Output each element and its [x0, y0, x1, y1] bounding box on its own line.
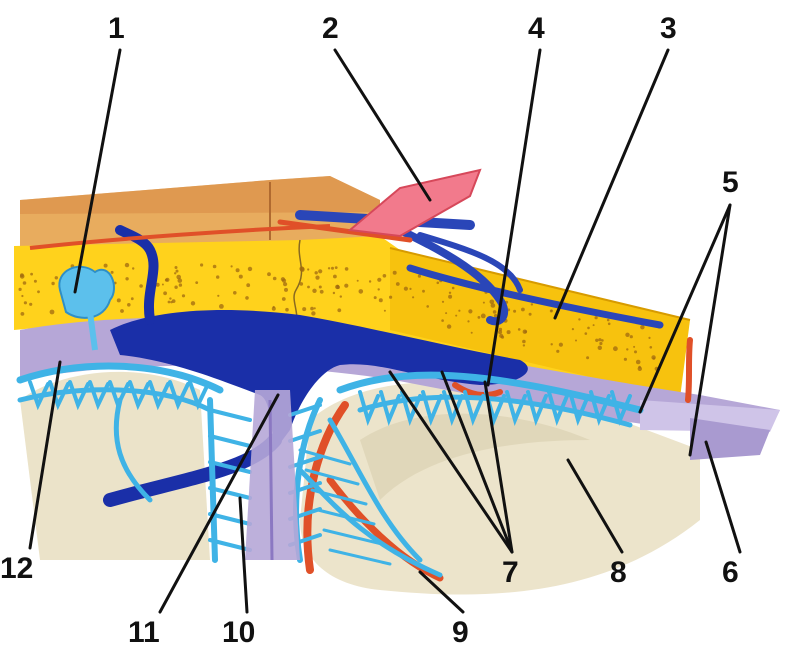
galea-flap [347, 168, 482, 238]
arachnoid-trabeculae [16, 362, 644, 578]
number-labels: 1 2 3 4 5 6 7 8 9 10 11 12 [0, 12, 739, 649]
label-5: 5 [722, 166, 739, 199]
skin-layer [20, 176, 380, 248]
label-6: 6 [722, 556, 739, 589]
brain-cortex [20, 371, 700, 595]
label-4: 4 [528, 12, 545, 45]
label-12: 12 [0, 552, 33, 585]
label-3: 3 [660, 12, 677, 45]
arachnoid-granulation [58, 265, 115, 351]
label-7: 7 [502, 556, 519, 589]
label-8: 8 [610, 556, 627, 589]
bone-marrow-dots [18, 262, 661, 371]
label-9: 9 [452, 616, 469, 649]
pointer-lines [28, 48, 742, 614]
label-1: 1 [108, 12, 125, 45]
label-10: 10 [222, 616, 255, 649]
label-2: 2 [322, 12, 339, 45]
label-11: 11 [128, 616, 160, 649]
